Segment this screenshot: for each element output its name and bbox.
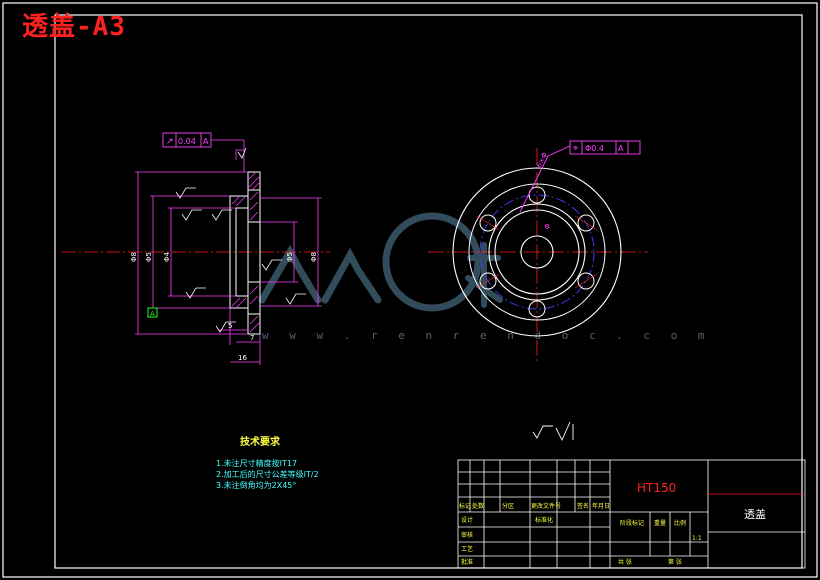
side-label-phi: Φ (543, 222, 553, 231)
tb-material: HT150 (637, 481, 676, 495)
svg-text:⌖: ⌖ (573, 144, 578, 154)
tb-header-2: 分区 (502, 502, 514, 510)
tb-weight: 重量 (654, 519, 666, 527)
tb-header-0: 标记 (459, 502, 471, 510)
tb-scale: 比例 (674, 519, 686, 527)
dim-phi-right-a: Φ5 (286, 252, 294, 262)
drawing-frame (54, 14, 803, 569)
drawing-title: 透盖-A3 (22, 12, 126, 42)
tb-row-2: 工艺 (461, 545, 473, 553)
svg-text:A: A (618, 144, 624, 153)
dim-phi-inner: Φ4 (163, 251, 171, 262)
tb-header-4: 签名 (577, 502, 589, 510)
watermark-url: w w w . r e n r e n d o c . c o m (262, 329, 712, 342)
dim-phi-outer: Φ8 (130, 252, 138, 262)
tb-sheet: 共 张 (618, 558, 632, 566)
svg-text:A: A (203, 137, 209, 146)
roughness-note (532, 421, 574, 442)
front-tolerance-frame: ↗ 0.04 A (162, 132, 244, 148)
tb-row-1: 审核 (461, 531, 473, 539)
dim-16: 16 (238, 354, 247, 362)
tb-part-name: 透盖 (744, 507, 766, 521)
tech-requirement-item-2: 2.加工后的尺寸公差等级IT/2 (216, 470, 319, 479)
tech-requirement-item-3: 3.未注倒角均为2X45° (216, 481, 297, 490)
svg-text:0.04: 0.04 (178, 137, 196, 146)
datum-box (147, 307, 158, 318)
tb-scale-value: 1:1 (692, 535, 702, 542)
tech-requirements-title: 技术要求 (240, 437, 280, 448)
tb-standard: 标准化 (535, 516, 553, 524)
tb-header-5: 年月日 (592, 502, 610, 510)
tb-sheet-of: 第 张 (668, 558, 682, 566)
section-view: A ↗ 0.04 A Φ8 Φ5 Φ4 Φ5 Φ8 5 7 16 (62, 132, 330, 365)
tb-stage: 阶段标记 (620, 519, 644, 527)
svg-text:↗: ↗ (166, 137, 174, 147)
dim-phi-mid: Φ5 (145, 252, 153, 262)
dim-phi-right-b: Φ8 (310, 252, 318, 262)
dim-7: 7 (250, 334, 254, 342)
side-tolerance-frame: ⌖ Φ0.4 A (569, 140, 641, 155)
tb-header-1: 处数 (472, 502, 484, 510)
bolt-holes (479, 186, 595, 318)
tech-requirement-item-1: 1.未注尺寸精度按IT17 (216, 459, 298, 468)
title-block (457, 459, 806, 569)
dim-5: 5 (228, 322, 232, 330)
tb-header-3: 更改文件号 (531, 502, 561, 510)
datum-label: A (150, 310, 155, 318)
tb-row-3: 批准 (461, 558, 473, 566)
side-view: ⌖ Φ0.4 A 6×Φ Φ (428, 140, 648, 362)
svg-text:Φ0.4: Φ0.4 (585, 144, 604, 153)
tb-row-0: 设计 (461, 516, 473, 524)
